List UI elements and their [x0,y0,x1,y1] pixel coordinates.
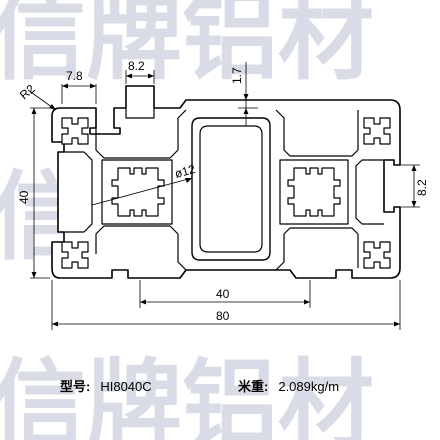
central-cavity [191,117,271,261]
arrow-80-left [52,321,58,327]
weight-value: 2.089kg/m [278,379,340,394]
slot-channel-top-left [95,109,187,159]
left-core-cross [111,167,165,217]
corner-hole-bottom-right [363,241,391,269]
arrow-80-right [394,321,400,327]
dim-label-wall: 1.7 [230,67,244,84]
slot-channel-right [355,159,384,225]
slot-channel-top-mid [125,108,155,119]
dim-label-total-width: 80 [216,309,230,323]
weight-label: 米重: [238,379,269,394]
weight-caption: 米重: 2.089kg/m [238,376,339,395]
corner-hole-top-right [363,117,391,145]
arrow-40h-bottom [31,272,37,278]
corner-hole-bottom-left [61,241,89,269]
model-label: 型号: [60,379,91,394]
dim-label-radius: R2 [17,82,38,103]
dim-label-hole: ø12 [173,162,197,181]
slot-channel-bottom-left [95,225,187,271]
dim-label-slot-right: 8.2 [415,179,429,196]
arrow-40w-left [140,299,146,305]
arrow-8-2r-bottom [411,201,417,207]
dim-label-slot-left: 7.8 [66,69,83,83]
slot-channel-left [64,151,93,233]
dim-label-height: 40 [17,190,31,204]
dim-label-slot-mid: 8.2 [128,59,145,73]
arrow-40w-right [304,299,310,305]
arrow-hole [185,178,192,183]
arrow-1-7-top [243,94,249,100]
slot-channel-top-right [275,109,359,157]
model-caption: 型号: HI8040C [60,376,152,395]
arrow-8-2-left [126,73,132,79]
arrow-40h-top [31,108,37,114]
dim-label-inner-width: 40 [216,287,230,301]
arrow-7-8-right [90,83,96,89]
arrow-8-2-right [148,73,154,79]
arrow-1-7-bottom [243,108,249,114]
arrow-7-8-left [62,83,68,89]
model-value: HI8040C [100,379,152,394]
central-cavity-inner [199,125,263,253]
right-core-cross [287,167,341,217]
arrow-8-2r-top [411,165,417,171]
corner-hole-top-left [61,117,89,145]
arrow-r2 [49,104,56,110]
slot-channel-bottom-right [275,227,359,271]
dim-hole-leader [91,177,193,206]
